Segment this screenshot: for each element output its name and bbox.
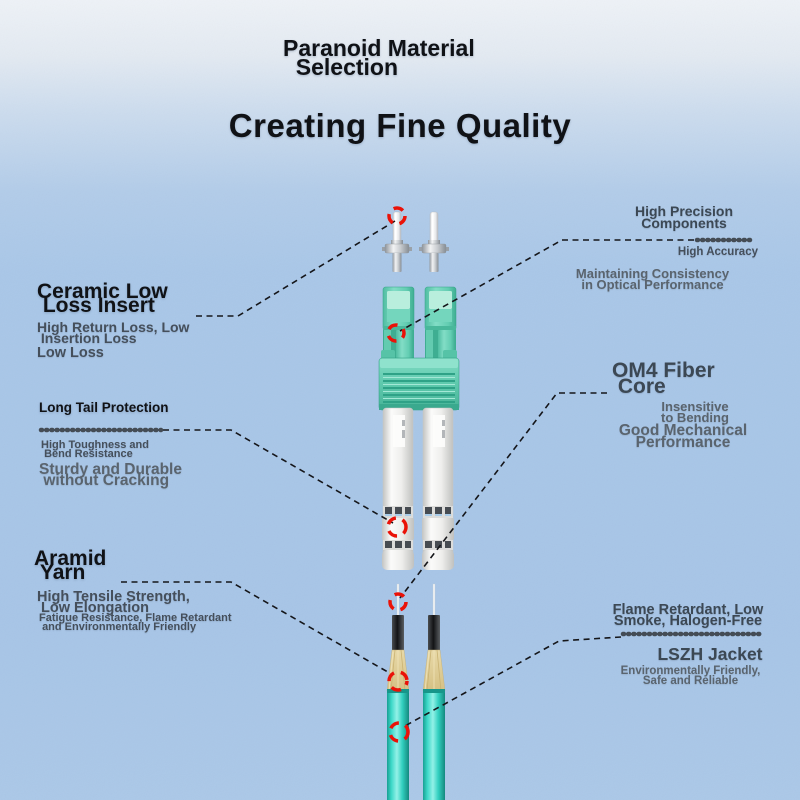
lc-housing-right (424, 286, 457, 362)
callout-om4-sub2: Good Mechanical Performance (618, 422, 748, 451)
callout-ceramic-sub2: Low Loss (37, 345, 104, 361)
highlight-circle-ferrule (387, 206, 407, 226)
highlight-circle-housing (386, 323, 406, 343)
highlight-circle-yarn (387, 670, 409, 692)
callout-lszh-name: LSZH Jacket (657, 644, 763, 664)
callout-longtail-sub1: High Toughness and Bend Resistance (41, 439, 149, 460)
duplex-clip (378, 350, 460, 411)
page-title: Creating Fine Quality (228, 107, 572, 144)
boot-left (382, 407, 414, 570)
callout-precision-tag: High Accuracy (677, 246, 758, 258)
callout-longtail-sub2: Sturdy and Durable without Cracking (39, 461, 182, 489)
cable-end-left (386, 583, 410, 800)
callout-aramid-sub2: Fatigue Resistance, Flame Retardant and … (39, 612, 232, 633)
kicker-title: Paranoid Material Selection (283, 35, 475, 80)
highlight-circle-jacket (388, 721, 410, 743)
buffer-tube-left (392, 615, 404, 652)
cable-jacket-right (423, 689, 445, 800)
callout-lszh-heading: Flame Retardant, Low Smoke, Halogen-Free (612, 602, 764, 629)
callout-om4-sub1: Insensitive to Bending (661, 399, 729, 425)
cable-end-right (422, 583, 446, 800)
callout-ceramic-heading: Ceramic Low Loss Insert (37, 280, 168, 317)
buffer-tube-right (428, 615, 440, 652)
callout-precision-sub: Maintaining Consistency in Optical Perfo… (575, 266, 730, 292)
aramid-yarn-right (422, 649, 446, 692)
callout-lszh-sub: Environmentally Friendly, Safe and Relia… (620, 665, 761, 687)
ceramic-ferrule-right (419, 211, 449, 272)
leader-om4-core (399, 392, 607, 599)
ceramic-ferrule-left (382, 211, 412, 272)
boot-right (422, 407, 454, 570)
cable-jacket-left (387, 689, 409, 800)
callout-aramid-heading: Aramid Yarn (34, 547, 107, 584)
bare-fiber-right (432, 583, 436, 618)
aramid-yarn-left (386, 649, 410, 692)
callout-precision-heading: High Precision Components (634, 203, 734, 231)
highlight-circle-boot (386, 516, 408, 538)
lc-housing-left (382, 286, 415, 362)
bare-fiber-left (396, 583, 400, 618)
callout-ceramic-sub1: High Return Loss, Low Insertion Loss (37, 319, 190, 346)
callout-om4-heading: OM4 Fiber Core (612, 359, 715, 398)
leader-lszh-jacket (402, 636, 622, 728)
leader-long-tail (163, 429, 394, 524)
highlight-circle-fiber (388, 592, 408, 612)
leader-ceramic-insert (196, 220, 396, 317)
callout-longtail-heading: Long Tail Protection (39, 400, 169, 415)
callout-aramid-sub1: High Tensile Strength, Low Elongation (37, 589, 190, 616)
